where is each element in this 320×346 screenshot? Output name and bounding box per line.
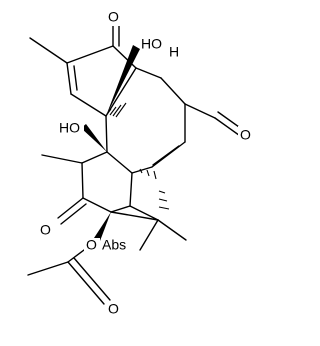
double-bond <box>73 257 111 301</box>
aldehyde-oxygen-label: O <box>240 127 251 143</box>
bond <box>105 67 137 117</box>
hash-bond <box>106 102 127 118</box>
hydroxyl-label: HO <box>59 120 80 136</box>
bond <box>66 62 72 95</box>
bond <box>82 197 112 213</box>
bond <box>27 261 69 276</box>
carbonyl-oxygen-label: O <box>108 301 119 317</box>
wedge-bond <box>81 124 107 152</box>
bond <box>129 205 159 221</box>
bond <box>184 103 216 119</box>
abs-stereo-label: Abs <box>102 237 126 253</box>
bond <box>70 93 107 117</box>
hydroxyl-label: HO <box>141 36 162 52</box>
ketone-oxygen-label: O <box>40 222 51 238</box>
bond-layer <box>27 19 247 305</box>
hydrogen-label: H <box>169 44 179 60</box>
bond <box>157 219 187 241</box>
ester-oxygen-label: O <box>86 237 97 253</box>
hash-bond <box>158 190 170 210</box>
bond <box>106 151 133 174</box>
bond <box>66 45 114 64</box>
bond <box>131 166 153 174</box>
stereo-layer <box>81 45 170 241</box>
bond <box>81 162 84 199</box>
bond <box>67 261 105 305</box>
chemical-structure: O HO H O HO O O Abs O <box>27 8 254 318</box>
bond <box>139 219 159 251</box>
bond <box>110 211 159 221</box>
bond <box>110 205 131 213</box>
bond <box>57 197 84 219</box>
wedge-bond <box>106 45 140 116</box>
atom-label-layer: O HO H O HO O O Abs O <box>38 9 254 318</box>
hash-bond <box>139 168 157 180</box>
bond <box>105 115 108 153</box>
double-bond <box>60 203 87 225</box>
bond <box>41 154 83 164</box>
bond <box>160 77 186 105</box>
bond <box>29 37 68 64</box>
bond <box>81 151 108 164</box>
ketone-oxygen-label: O <box>108 9 119 25</box>
double-bond-inner <box>73 65 78 91</box>
double-bond-inner <box>152 145 180 166</box>
wedge-bond <box>94 212 111 241</box>
bond <box>129 172 133 207</box>
bond <box>135 67 162 79</box>
